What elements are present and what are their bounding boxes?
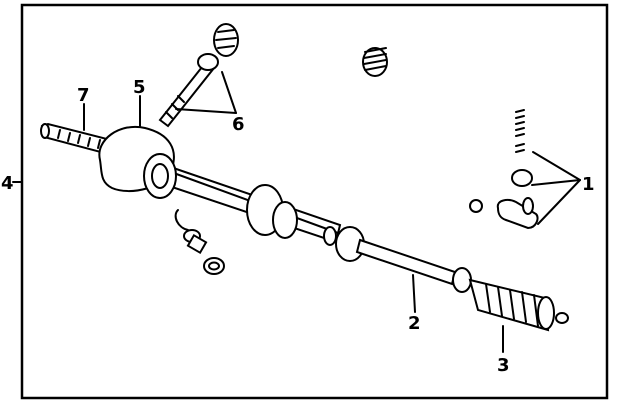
callout-leaders <box>83 71 581 353</box>
diagram-frame <box>20 3 609 400</box>
rack-boot <box>468 278 569 332</box>
rack-assembly <box>40 122 472 293</box>
outer-tie-rod-end <box>496 199 539 230</box>
callout-4-label: 4 <box>1 173 14 194</box>
callout-5: 5 <box>133 77 146 98</box>
pinion-shaft-parts <box>158 23 239 128</box>
inner-tie-rod <box>355 238 457 286</box>
callout-4: 4 <box>1 173 23 194</box>
callout-7: 7 <box>77 85 90 106</box>
cotter-pin <box>469 199 483 213</box>
fitting-and-ring <box>174 209 225 275</box>
tie-rod-end-parts <box>469 109 539 230</box>
adjuster-spring <box>362 47 388 77</box>
tie-rod-nut <box>511 169 533 187</box>
callout-6: 6 <box>232 114 245 135</box>
callout-3: 3 <box>497 355 510 376</box>
callout-1: 1 <box>582 174 595 195</box>
callout-2: 2 <box>408 313 421 334</box>
